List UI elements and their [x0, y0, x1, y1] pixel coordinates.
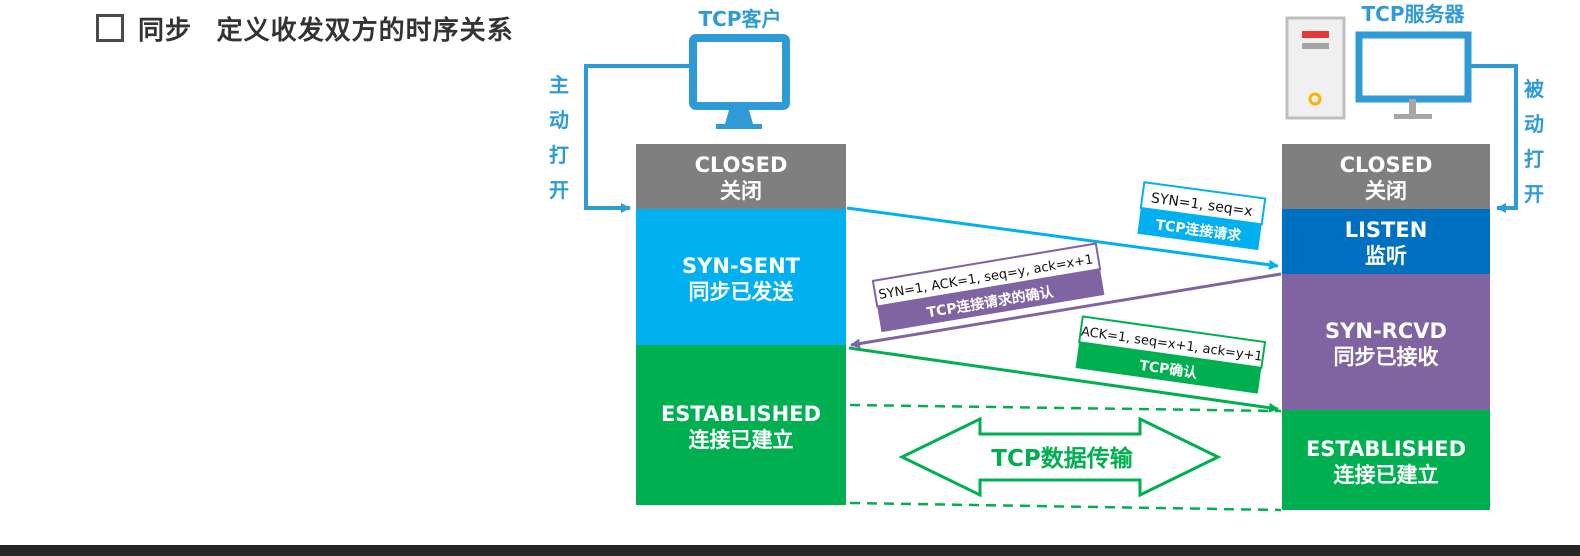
svg-text:同步已发送: 同步已发送: [689, 280, 795, 304]
passive-open-arrow: [1468, 64, 1518, 213]
active-open-text: 主 动 打 开: [549, 73, 569, 202]
server-tower-icon: [1285, 16, 1346, 120]
svg-text:被: 被: [1524, 77, 1545, 101]
bottom-bar: [0, 545, 1580, 556]
svg-text:连接已建立: 连接已建立: [689, 428, 794, 452]
client-computer-icon: [689, 34, 790, 129]
client-state-closed: CLOSED 关闭: [636, 144, 846, 209]
server-state-established: ESTABLISHED 连接已建立: [1282, 410, 1490, 510]
server-state-closed: CLOSED 关闭: [1282, 144, 1490, 209]
svg-text:ESTABLISHED: ESTABLISHED: [661, 402, 821, 426]
svg-text:SYN-SENT: SYN-SENT: [682, 254, 801, 278]
svg-text:开: 开: [1524, 182, 1544, 206]
svg-text:监听: 监听: [1365, 244, 1407, 268]
syn-ack-message-label: SYN=1, ACK=1, seq=y, ack=x+1 TCP连接请求的确认: [871, 242, 1105, 333]
client-state-established: ESTABLISHED 连接已建立: [636, 345, 846, 505]
client-label: TCP客户: [699, 7, 782, 31]
ack-message-label: ACK=1, seq=x+1, ack=y+1 TCP确认: [1075, 315, 1267, 394]
ack-arrow: [848, 346, 1279, 413]
passive-open-text: 被 动 打 开: [1524, 77, 1545, 206]
svg-text:同步已接收: 同步已接收: [1334, 345, 1439, 369]
server-state-listen: LISTEN 监听: [1282, 209, 1490, 274]
svg-text:打: 打: [1524, 147, 1544, 171]
svg-text:动: 动: [549, 108, 569, 132]
slide-title: 同步 定义收发双方的时序关系: [96, 10, 514, 46]
syn-arrow: [846, 206, 1279, 270]
active-open-arrow: [584, 64, 693, 213]
svg-text:SYN-RCVD: SYN-RCVD: [1325, 319, 1447, 343]
data-transfer-double-arrow: [898, 416, 1222, 498]
svg-text:打: 打: [549, 143, 569, 167]
syn-ack-arrow: [850, 272, 1282, 349]
syn-message-label: SYN=1, seq=x TCP连接请求: [1137, 181, 1267, 251]
client-state-syn-sent: SYN-SENT 同步已发送: [636, 209, 846, 345]
svg-text:主: 主: [549, 73, 569, 97]
svg-text:连接已建立: 连接已建立: [1334, 463, 1439, 487]
server-monitor-icon: [1355, 31, 1472, 119]
server-label: TCP服务器: [1362, 2, 1466, 26]
data-transfer-label: TCP数据传输: [991, 445, 1133, 472]
svg-text:CLOSED: CLOSED: [1340, 153, 1433, 177]
svg-text:ESTABLISHED: ESTABLISHED: [1306, 437, 1466, 461]
svg-text:LISTEN: LISTEN: [1345, 218, 1428, 242]
svg-text:开: 开: [549, 178, 569, 202]
server-state-syn-rcvd: SYN-RCVD 同步已接收: [1282, 274, 1490, 410]
svg-text:动: 动: [1524, 112, 1544, 136]
svg-text:关闭: 关闭: [1365, 179, 1407, 203]
checkbox-icon: [96, 14, 124, 42]
established-dashed-line-bottom: [849, 501, 1282, 512]
established-dashed-line-top: [849, 403, 1282, 413]
title-text: 同步 定义收发双方的时序关系: [138, 14, 514, 45]
svg-text:关闭: 关闭: [720, 179, 762, 203]
svg-text:CLOSED: CLOSED: [695, 153, 788, 177]
